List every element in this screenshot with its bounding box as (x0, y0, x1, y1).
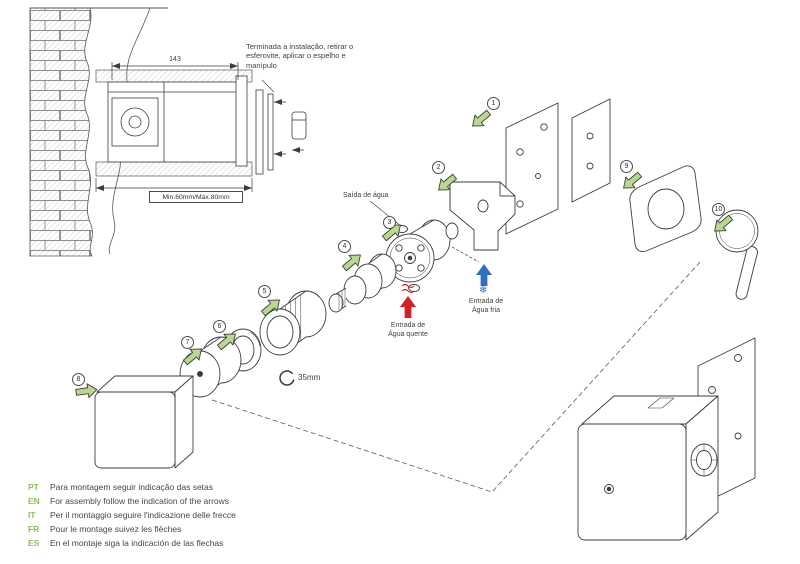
dimension-top (111, 62, 239, 80)
styrofoam-spacer-bar (255, 89, 264, 175)
hot-water-inlet-arrow (400, 283, 416, 318)
wall-section-hatch-bottom (95, 161, 253, 177)
cold-inlet-line1: Entrada de (468, 298, 504, 305)
lang-text-it: Per il montaggio seguire l'indicazione d… (50, 510, 236, 520)
instruction-line-fr: FR Pour le montage suivez les flèches (28, 525, 236, 534)
part-valve-body (385, 219, 459, 292)
lang-code-pt: PT (28, 482, 39, 492)
brick-wall (29, 7, 168, 257)
assembly-guide-dashed-line (211, 261, 701, 493)
wrench-icon (279, 369, 301, 386)
part-styrofoam-cover (94, 375, 194, 469)
part-cover-plate (629, 165, 702, 253)
styrofoam-spacer-bar-2 (267, 93, 274, 171)
lang-text-pt: Para montagem seguir indicação das setas (50, 482, 214, 492)
callout-7: 7 (181, 336, 194, 349)
lang-code-fr: FR (28, 524, 40, 534)
callout-10: 10 (712, 203, 725, 216)
callout-6: 6 (213, 320, 226, 333)
dimension-depth (95, 178, 253, 192)
hot-water-port (408, 284, 420, 292)
dimension-top-label: 143 (169, 56, 181, 63)
dimension-depth-label: Min.60mm/Máx.80mm (149, 191, 243, 203)
wall-section-hatch-top (95, 69, 253, 83)
callout-3: 3 (383, 216, 396, 229)
snowflake-icon: ❄ (479, 285, 488, 296)
assembly-instructions: PT Para montagem seguir indicação das se… (28, 483, 236, 553)
instruction-line-it: IT Per il montaggio seguire l'indicazion… (28, 511, 236, 520)
hot-inlet-line2: Água quente (388, 330, 428, 338)
callout-8: 8 (72, 373, 85, 386)
lang-text-es: En el montaje siga la indicación de las … (50, 538, 224, 548)
cold-inlet-leader-line (451, 246, 480, 263)
handle-stem (735, 246, 758, 300)
part-wall-mounting-plate (505, 98, 611, 235)
assembled-unit (577, 337, 756, 541)
instruction-line-en: EN For assembly follow the indication of… (28, 497, 236, 506)
installed-valve-section-view (95, 69, 307, 177)
part-mounting-bracket (449, 181, 516, 251)
cold-inlet-line2: Água fria (471, 306, 501, 314)
note-leader-line (261, 79, 275, 93)
part-threaded-sleeve (259, 290, 327, 356)
hot-water-inlet-label: Entrada de Água quente (378, 322, 438, 340)
part-cartridge (328, 253, 397, 313)
heat-waves-icon (401, 283, 415, 294)
cartridge-spline-shaft (328, 293, 344, 313)
callout-2: 2 (432, 161, 445, 174)
wrench-size-label: 35mm (298, 373, 321, 382)
post-installation-note: Terminada a instalação, retirar o esfero… (246, 42, 354, 70)
lang-code-it: IT (28, 510, 36, 520)
callout-4: 4 (338, 240, 351, 253)
cold-water-inlet-label: Entrada de Água fria (456, 298, 516, 316)
callout-1: 1 (487, 97, 500, 110)
water-outlet-label: Saída de água (343, 192, 389, 199)
protection-plug (291, 111, 307, 140)
lang-code-es: ES (28, 538, 40, 548)
lang-text-fr: Pour le montage suivez les flèches (50, 524, 182, 534)
lang-text-en: For assembly follow the indication of th… (50, 496, 230, 506)
lang-code-en: EN (28, 496, 40, 506)
instruction-line-pt: PT Para montagem seguir indicação das se… (28, 483, 236, 492)
front-plate-section (235, 75, 248, 167)
cold-water-inlet-arrow (476, 264, 492, 286)
cold-water-port (445, 222, 459, 240)
hot-inlet-line1: Entrada de (390, 322, 426, 329)
callout-9: 9 (620, 160, 633, 173)
assembly-arrow-1 (467, 106, 494, 132)
callout-5: 5 (258, 285, 271, 298)
instruction-line-es: ES En el montaje siga la indicación de l… (28, 539, 236, 548)
